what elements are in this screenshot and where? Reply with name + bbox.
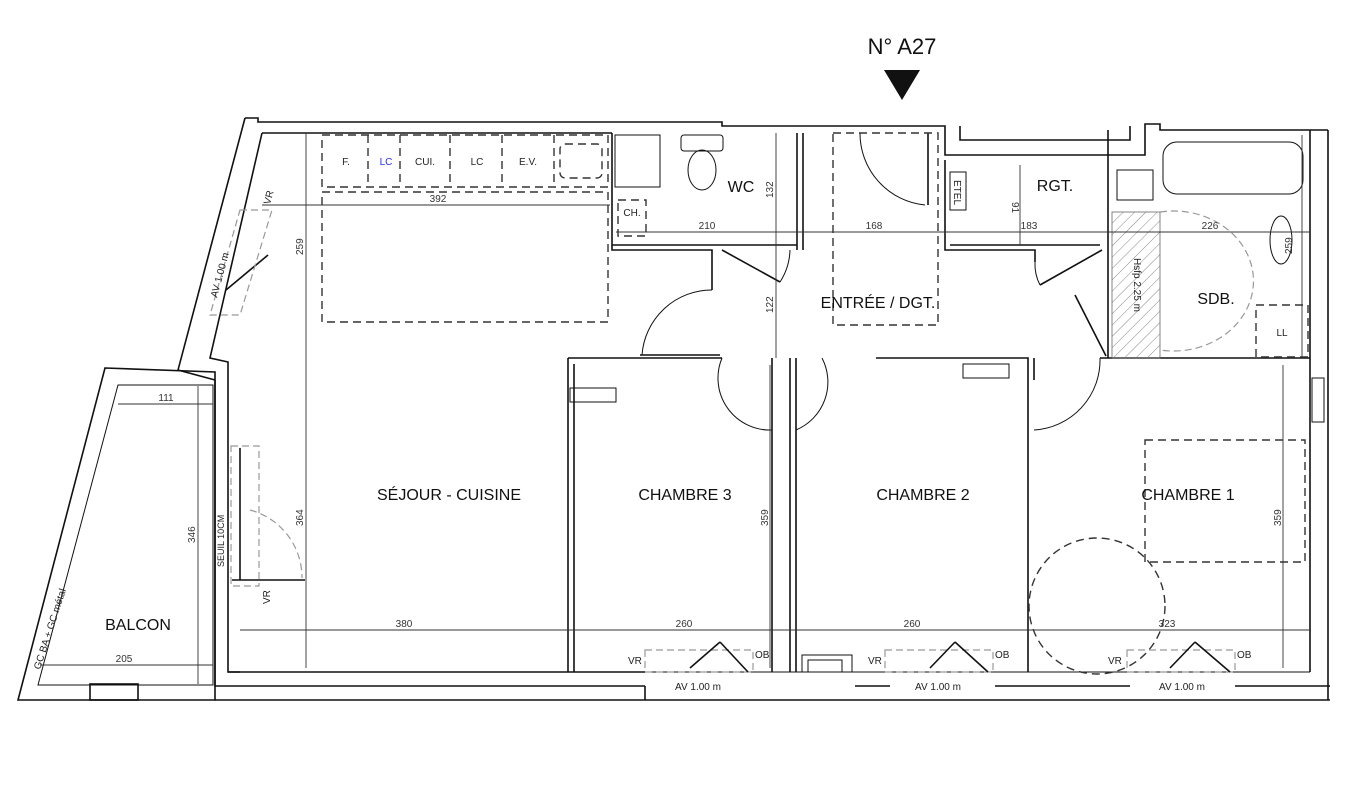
dim-392: 392 — [430, 194, 447, 205]
threshold-label: SEUIL 10CM — [216, 515, 226, 567]
window-vr-1: VR — [628, 656, 642, 667]
low-height-label: Hsfp 2.25 m — [1131, 258, 1142, 312]
dim-132: 132 — [765, 181, 776, 198]
window-av-3: AV 1.00 m — [1159, 682, 1205, 693]
room-label-chambre1: CHAMBRE 1 — [1141, 487, 1234, 504]
low-height-zone — [1111, 211, 1161, 359]
window-vr-2: VR — [868, 656, 882, 667]
laundry-space — [1255, 304, 1309, 358]
room-label-rgt: RGT. — [1037, 178, 1073, 195]
toilet-tank-icon — [680, 134, 724, 152]
dim-168: 168 — [866, 221, 883, 232]
room-label-wc: WC — [728, 179, 755, 196]
room-label-chambre3: CHAMBRE 3 — [638, 487, 731, 504]
room-label-entree: ENTRÉE / DGT. — [821, 293, 936, 312]
dim-91: 91 — [1009, 202, 1020, 214]
boiler-label: CH. — [623, 208, 640, 219]
dim-226: 226 — [1202, 221, 1219, 232]
unit-number: N° A27 — [868, 34, 937, 59]
dim-111: 111 — [158, 393, 174, 404]
kitchen-cooktop: CUI. — [415, 157, 435, 168]
dim-364: 364 — [295, 509, 306, 526]
room-label-balcon: BALCON — [105, 617, 171, 634]
windows — [209, 209, 1236, 673]
turning-circle — [1159, 210, 1255, 352]
bathtub-icon — [1162, 141, 1304, 195]
shower-tray-icon — [614, 134, 661, 188]
sink-icon — [1269, 215, 1293, 265]
window-vr-northwest: VR — [262, 189, 276, 205]
balcony — [16, 367, 216, 701]
dim-122: 122 — [765, 296, 776, 313]
dim-183: 183 — [1021, 221, 1038, 232]
dim-260-ch2: 260 — [904, 619, 921, 630]
dim-346: 346 — [187, 526, 198, 543]
turning-circle-chambre1 — [1028, 537, 1166, 675]
fixtures: CH. ETEL Hsfp 2.25 m LL — [569, 132, 1325, 675]
dim-259-sejour: 259 — [295, 238, 306, 255]
window-ob-3: OB — [1237, 650, 1252, 661]
island-dashed — [321, 191, 609, 323]
doors — [225, 132, 1107, 581]
window-ob-2: OB — [995, 650, 1010, 661]
dim-323: 323 — [1159, 619, 1176, 630]
bed-dashed — [1144, 439, 1306, 563]
kitchen-washer: LC — [471, 157, 484, 168]
dim-359-ch1: 359 — [1273, 509, 1284, 526]
telecom-panel — [949, 171, 967, 211]
window-ob-1: OB — [755, 650, 770, 661]
dim-380: 380 — [396, 619, 413, 630]
dimension-lines — [40, 133, 1310, 684]
window-vr-west: VR — [262, 590, 273, 604]
window-vr-3: VR — [1108, 656, 1122, 667]
entry-closet — [832, 132, 939, 326]
dim-260-ch3: 260 — [676, 619, 693, 630]
dim-259-sdb: 259 — [1284, 237, 1295, 254]
kitchen-sink: E.V. — [519, 157, 537, 168]
boiler — [617, 199, 647, 237]
room-label-sdb: SDB. — [1197, 291, 1234, 308]
entrance-arrow-icon — [884, 70, 920, 100]
dim-359-ch3: 359 — [760, 509, 771, 526]
room-label-chambre2: CHAMBRE 2 — [876, 487, 969, 504]
telecom-label: ETEL — [951, 180, 962, 205]
room-label-sejour: SÉJOUR - CUISINE — [377, 485, 521, 504]
toilet-icon — [687, 149, 717, 191]
washbasin-cabinet — [1116, 169, 1154, 201]
kitchen-fridge: F. — [342, 157, 350, 168]
railing-label: GC BA + GC métal — [32, 587, 68, 670]
kitchen-counter: F. LC CUI. LC E.V. — [321, 134, 609, 323]
dim-205: 205 — [116, 654, 133, 665]
window-av-2: AV 1.00 m — [915, 682, 961, 693]
interior-walls — [567, 130, 1310, 672]
laundry-label: LL — [1276, 328, 1288, 339]
window-av-1: AV 1.00 m — [675, 682, 721, 693]
radiator-chambre1 — [1311, 377, 1325, 423]
radiator-chambre3 — [569, 387, 617, 403]
radiator-chambre2 — [962, 363, 1010, 379]
dim-210: 210 — [699, 221, 716, 232]
kitchen-dishwasher: LC — [380, 157, 393, 168]
